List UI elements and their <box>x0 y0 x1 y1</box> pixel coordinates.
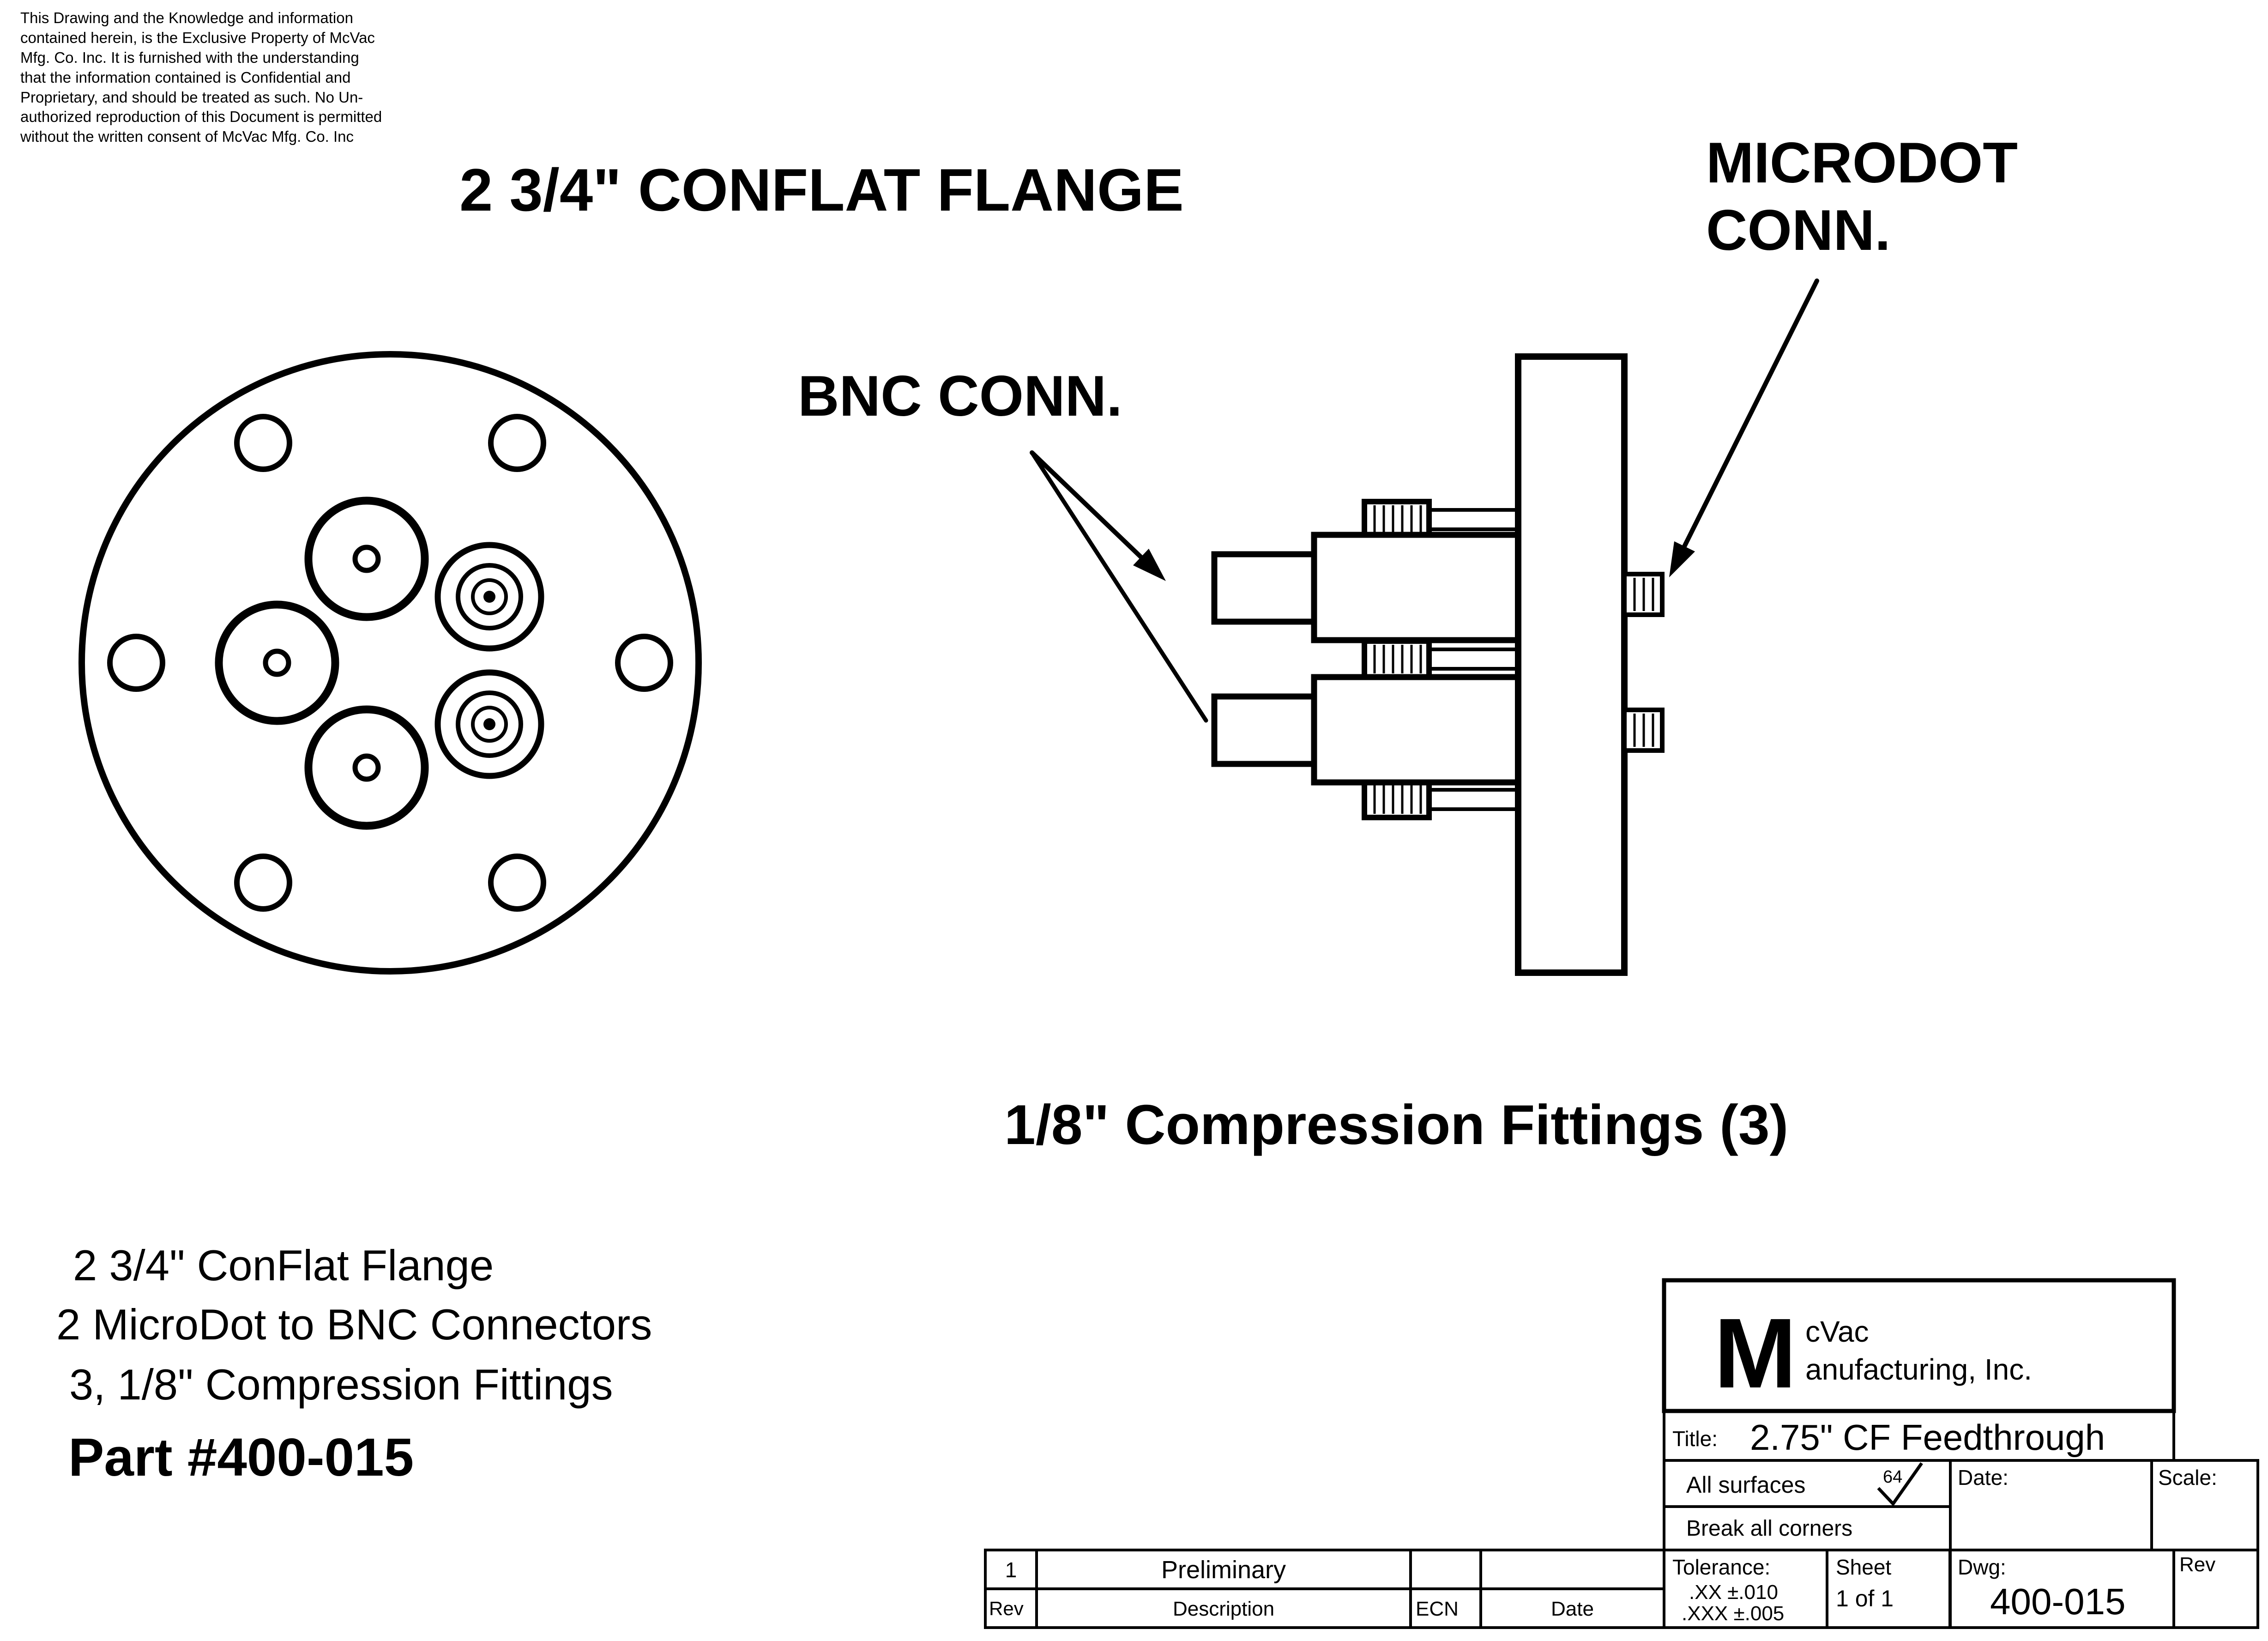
bnc-connector-side <box>1211 532 1521 643</box>
bnc-connector-side <box>1211 674 1521 786</box>
revision-header-rev: Rev <box>989 1598 1024 1619</box>
part-number: Part #400-015 <box>68 1427 414 1487</box>
flange-outline <box>78 351 702 975</box>
compression-fitting-side <box>1362 779 1518 820</box>
scale-label: Scale: <box>2158 1465 2217 1490</box>
rev-label: Rev <box>2179 1553 2216 1576</box>
knurl-hatch <box>1373 645 1422 673</box>
main-title: 2 3/4" CONFLAT FLANGE <box>459 156 1184 224</box>
title-label: Title: <box>1672 1427 1718 1451</box>
knurl-hatch <box>1373 785 1422 814</box>
sheet-label: Sheet <box>1836 1555 1892 1579</box>
bnc-barrel <box>1311 674 1521 786</box>
bolt-hole <box>615 634 673 692</box>
tolerance-xx: .XX ±.010 <box>1689 1581 1778 1604</box>
knurl-hatch <box>1633 714 1654 747</box>
bnc-leader-line <box>1030 450 1143 559</box>
bolt-hole <box>234 414 292 472</box>
titleblock-grid <box>1662 1278 2259 1629</box>
revision-header-date: Date <box>1551 1598 1594 1620</box>
revision-table-grid <box>984 1549 1665 1629</box>
compression-fitting-side <box>1362 499 1518 540</box>
leader-arrows <box>1030 279 1819 723</box>
bnc-leader-line <box>1030 450 1208 723</box>
revision-row-description: Preliminary <box>1161 1556 1286 1584</box>
side-view <box>1211 353 1665 976</box>
revision-header-description: Description <box>1172 1598 1275 1620</box>
compression-fitting-front <box>304 705 429 830</box>
break-corners-label: Break all corners <box>1686 1516 1853 1541</box>
rev-box <box>2172 1549 2259 1629</box>
parts-summary-line: 3, 1/8" Compression Fittings <box>69 1360 613 1409</box>
microdot-connector <box>1622 572 1665 617</box>
bolt-hole <box>488 854 546 912</box>
bnc-arrowhead <box>1133 549 1166 581</box>
parts-summary-line: 2 MicroDot to BNC Connectors <box>56 1300 652 1349</box>
logo-line-top: cVac <box>1805 1315 1869 1348</box>
knurl-hatch <box>1373 505 1422 534</box>
compression-fitting-side <box>1362 638 1518 680</box>
sheet-value: 1 of 1 <box>1836 1586 1894 1611</box>
revision-header-ecn: ECN <box>1416 1598 1459 1620</box>
bolt-hole <box>234 854 292 912</box>
parts-summary-line: 2 3/4" ConFlat Flange <box>73 1241 494 1290</box>
bnc-barrel <box>1311 532 1521 643</box>
microdot-label: MICRODOT CONN. <box>1706 131 2018 263</box>
bnc-plug <box>1211 693 1317 767</box>
tolerance-label: Tolerance: <box>1672 1555 1771 1579</box>
legal-disclaimer: This Drawing and the Knowledge and infor… <box>20 9 382 145</box>
bolt-hole <box>488 414 546 472</box>
revision-row-rev: 1 <box>1005 1558 1017 1582</box>
bnc-connector-front <box>434 542 544 652</box>
all-surfaces-label: All surfaces <box>1686 1472 1806 1498</box>
bnc-plug <box>1211 551 1317 625</box>
dwg-value: 400-015 <box>1990 1581 2126 1622</box>
knurl-hatch <box>1633 578 1654 611</box>
compression-fitting-front <box>215 600 339 725</box>
bolt-hole <box>107 634 165 692</box>
microdot-leader-line <box>1682 279 1819 549</box>
tolerance-xxx: .XXX ±.005 <box>1682 1602 1785 1625</box>
title-value: 2.75" CF Feedthrough <box>1750 1417 2105 1458</box>
dwg-label: Dwg: <box>1958 1555 2006 1579</box>
surface-finish-value: 64 <box>1883 1467 1903 1487</box>
microdot-arrowhead <box>1669 541 1695 577</box>
microdot-connector <box>1622 708 1665 753</box>
logo-line-bottom: anufacturing, Inc. <box>1805 1353 2032 1386</box>
front-view <box>78 351 702 975</box>
surface-finish-symbol <box>1877 1462 1923 1507</box>
flange-side <box>1515 353 1628 976</box>
compression-label: 1/8" Compression Fittings (3) <box>1004 1093 1789 1156</box>
compression-fitting-front <box>304 497 429 621</box>
bnc-connector-front <box>434 669 544 779</box>
logo-m: M <box>1714 1297 1797 1409</box>
bnc-label: BNC CONN. <box>798 364 1122 428</box>
date-label: Date: <box>1958 1465 2009 1490</box>
